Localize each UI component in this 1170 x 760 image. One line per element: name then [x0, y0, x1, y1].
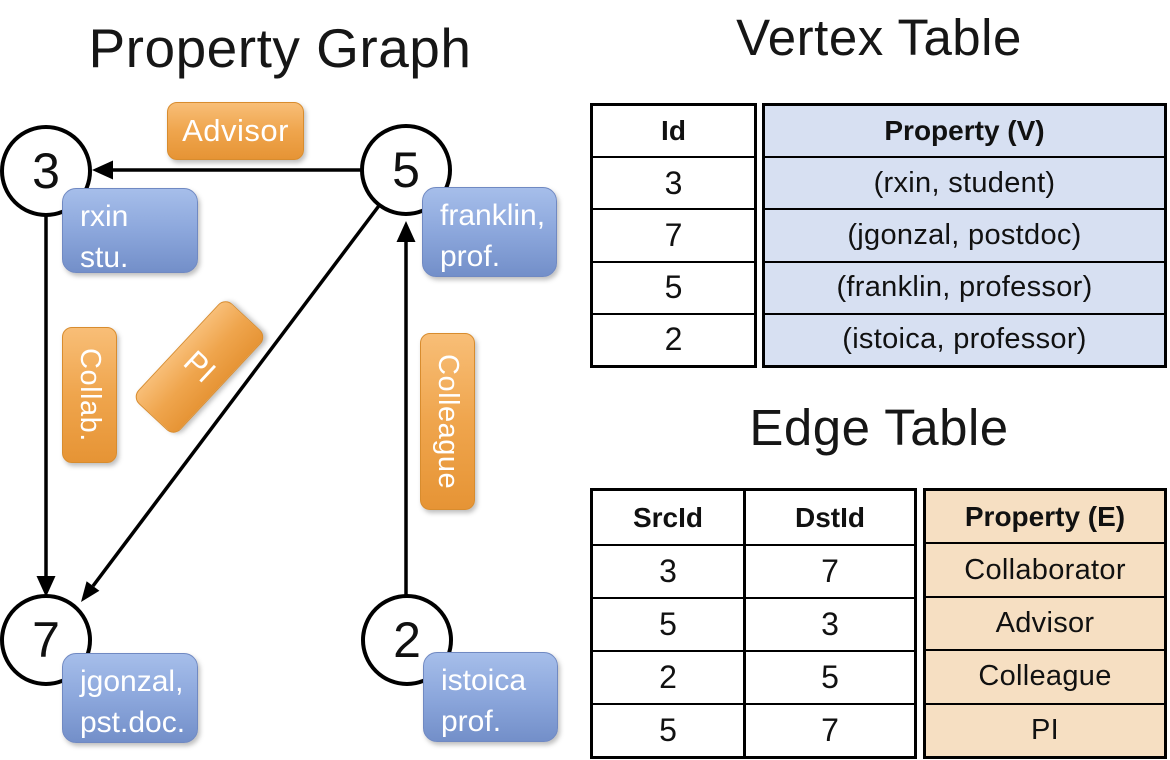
arrowhead-5-3	[92, 160, 113, 180]
vertex-table-id-column: Id 3 7 5 2	[590, 103, 757, 368]
edge-table-title: Edge Table	[749, 399, 1009, 456]
edge-label-collab-text: Collab.	[74, 348, 106, 442]
vertex-property-5-line2: prof.	[440, 240, 501, 273]
edge-table-property-cell: Collaborator	[926, 542, 1164, 595]
arrowhead-3-7	[36, 576, 56, 597]
edge-5-7	[91, 203, 381, 588]
edge-table-property-column: Property (E) Collaborator Advisor Collea…	[923, 488, 1167, 759]
edge-table-dst-cell: 3	[743, 597, 914, 650]
vertex-table-property-cell: (jgonzal, postdoc)	[765, 208, 1164, 260]
edge-label-colleague: Colleague	[420, 333, 475, 510]
vertex-table-property-header: Property (V)	[884, 115, 1045, 147]
edge-table-src-cell: 3	[593, 544, 743, 597]
edge-label-advisor-text: Advisor	[182, 113, 289, 148]
edge-table-dst-header: DstId	[743, 491, 914, 544]
edge-table-dst-cell: 7	[743, 544, 914, 597]
edge-table-src-cell: 5	[593, 703, 743, 756]
node-id-7: 7	[32, 612, 60, 668]
edge-label-advisor: Advisor	[167, 102, 304, 160]
edge-label-pi-text: PI	[176, 343, 223, 390]
vertex-table-property-cell: (rxin, student)	[765, 156, 1164, 208]
node-id-5: 5	[392, 142, 420, 198]
vertex-property-box-2: istoica prof.	[423, 652, 558, 742]
edge-table-property-header: Property (E)	[964, 500, 1126, 532]
arrowhead-2-5	[396, 221, 416, 242]
property-graph-title: Property Graph	[88, 17, 472, 79]
node-id-3: 3	[32, 143, 60, 199]
vertex-table-id-header: Id	[661, 115, 686, 147]
vertex-table-property-cell: (istoica, professor)	[765, 312, 1164, 365]
node-id-2: 2	[393, 612, 421, 668]
vertex-property-3-line2: stu.	[80, 241, 129, 274]
vertex-property-box-7: jgonzal, pst.doc.	[62, 653, 198, 743]
vertex-table-id-cell: 7	[593, 208, 754, 260]
vertex-property-2-line2: prof.	[441, 705, 502, 738]
edge-table-property-cell: PI	[926, 702, 1164, 756]
edge-table-src-cell: 2	[593, 650, 743, 703]
vertex-table-id-cell: 3	[593, 156, 754, 208]
vertex-property-box-3: rxin stu.	[62, 188, 198, 274]
edge-label-collab: Collab.	[62, 327, 117, 463]
vertex-table-property-column: Property (V) (rxin, student) (jgonzal, p…	[762, 103, 1167, 368]
vertex-table-id-cell: 5	[593, 260, 754, 313]
edge-table-property-cell: Advisor	[926, 595, 1164, 649]
edge-table-dst-cell: 7	[743, 703, 914, 756]
vertex-property-3-line1: rxin	[80, 200, 129, 233]
edge-table-id-columns: SrcId DstId 3 7 5 3 2 5 5 7	[590, 488, 917, 759]
vertex-property-7-line1: jgonzal,	[80, 665, 184, 698]
edge-table-dst-cell: 5	[743, 650, 914, 703]
vertex-property-box-5: franklin, prof.	[422, 187, 557, 277]
vertex-property-2-line1: istoica	[441, 664, 527, 697]
edge-table-src-cell: 5	[593, 597, 743, 650]
edge-table-property-cell: Colleague	[926, 649, 1164, 702]
vertex-table-property-cell: (franklin, professor)	[765, 260, 1164, 313]
vertex-property-5-line1: franklin,	[440, 199, 546, 232]
edge-table-src-header: SrcId	[632, 501, 704, 533]
vertex-table-title: Vertex Table	[736, 9, 1022, 66]
arrowhead-5-7	[81, 581, 100, 602]
edge-label-colleague-text: Colleague	[432, 353, 464, 490]
vertex-table-id-cell: 2	[593, 312, 754, 365]
vertex-property-7-line2: pst.doc.	[80, 706, 186, 739]
